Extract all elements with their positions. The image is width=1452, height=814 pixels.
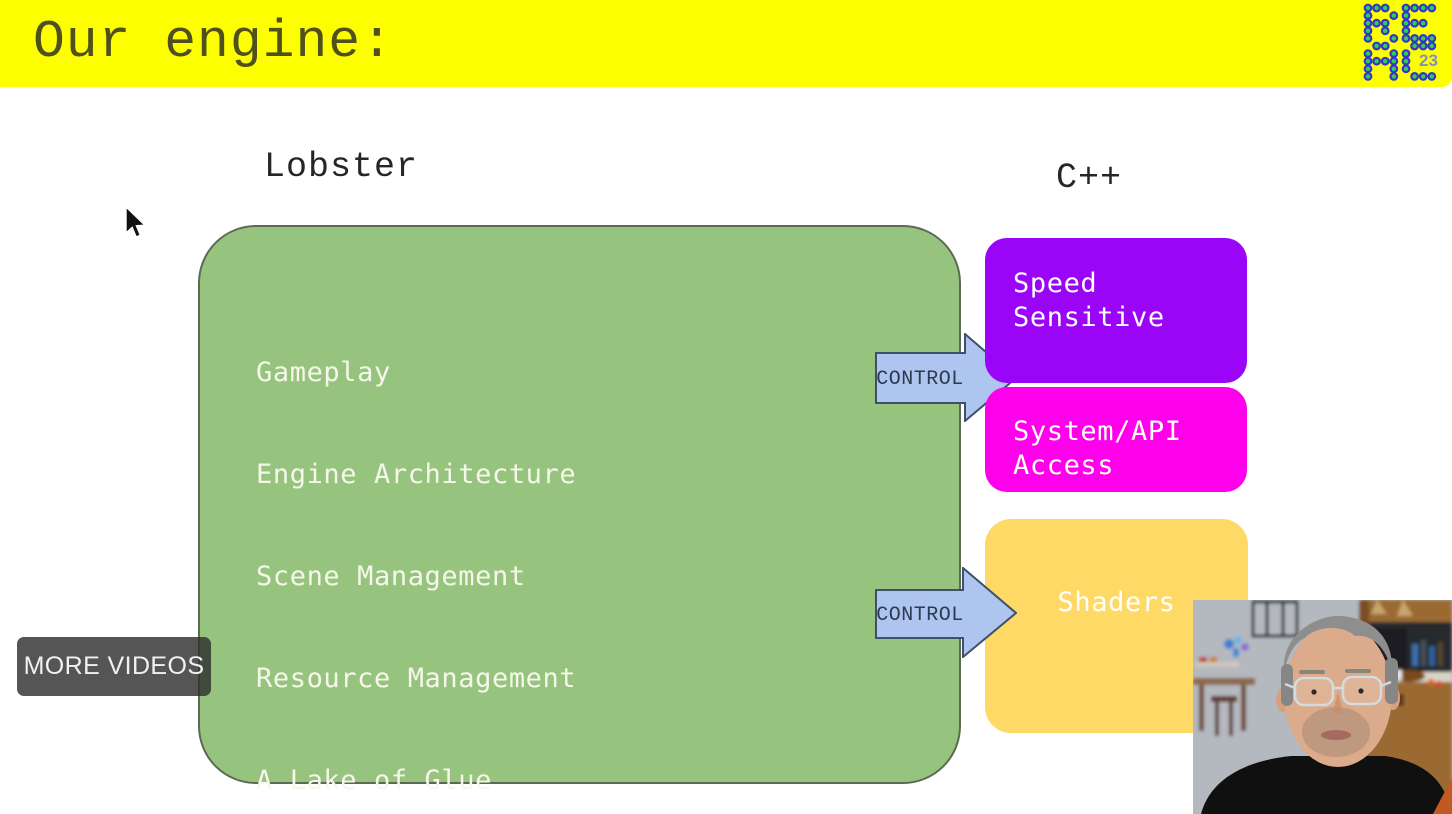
pendant-lamp (1397, 600, 1413, 616)
more-videos-button[interactable]: MORE VIDEOS (17, 637, 211, 696)
engine-feature-item: Gameplay (256, 357, 391, 388)
system-api-line2: Access (1013, 450, 1115, 481)
chair (1211, 696, 1237, 702)
webcam-scene (1193, 600, 1452, 814)
reac-logo-dots (1363, 3, 1437, 81)
control-arrow-top-label: CONTROL (876, 368, 964, 391)
engine-feature-list: Gameplay Engine Architecture Scene Manag… (256, 288, 576, 814)
wall-drawing (1224, 639, 1234, 649)
control-arrow-bottom: CONTROL (875, 567, 1017, 658)
speed-sensitive-line1: Speed (1013, 268, 1098, 299)
control-arrow-top: CONTROL (875, 333, 1017, 422)
shaders-label: Shaders (1057, 587, 1176, 618)
presenter (1201, 615, 1452, 814)
slide-header: Our engine: 23 (0, 0, 1452, 87)
webcam-overlay (1193, 600, 1452, 814)
table (1193, 678, 1255, 685)
system-api-access-box: System/API Access (985, 387, 1247, 492)
mouse-cursor (125, 206, 146, 238)
more-videos-label: MORE VIDEOS (23, 652, 205, 680)
engine-feature-item: Scene Management (256, 561, 526, 592)
reac-logo-year: 23 (1419, 51, 1438, 70)
lobster-column-title: Lobster (264, 147, 419, 187)
presenter-mouth (1321, 730, 1351, 740)
pendant-lamp (1371, 600, 1387, 614)
arrow-shape (875, 567, 1017, 658)
presenter-nose (1333, 692, 1343, 715)
system-api-line1: System/API (1013, 416, 1182, 447)
chair-corner (1433, 778, 1452, 814)
control-arrow-bottom-label: CONTROL (876, 604, 964, 627)
wall-shelf (1251, 600, 1299, 638)
speed-sensitive-line2: Sensitive (1013, 302, 1165, 333)
speed-sensitive-box: Speed Sensitive (985, 238, 1247, 383)
reac-logo: 23 (1363, 3, 1438, 81)
presenter-shirt (1201, 756, 1452, 814)
engine-feature-item: Resource Management (256, 663, 577, 694)
engine-feature-item: A Lake of Glue (256, 765, 492, 796)
presenter-hair (1283, 615, 1393, 672)
engine-feature-item: Engine Architecture (256, 459, 577, 490)
slide-title: Our engine: (33, 12, 394, 72)
cpp-column-title: C++ (1056, 158, 1123, 198)
lobster-engine-box: Gameplay Engine Architecture Scene Manag… (198, 225, 961, 796)
